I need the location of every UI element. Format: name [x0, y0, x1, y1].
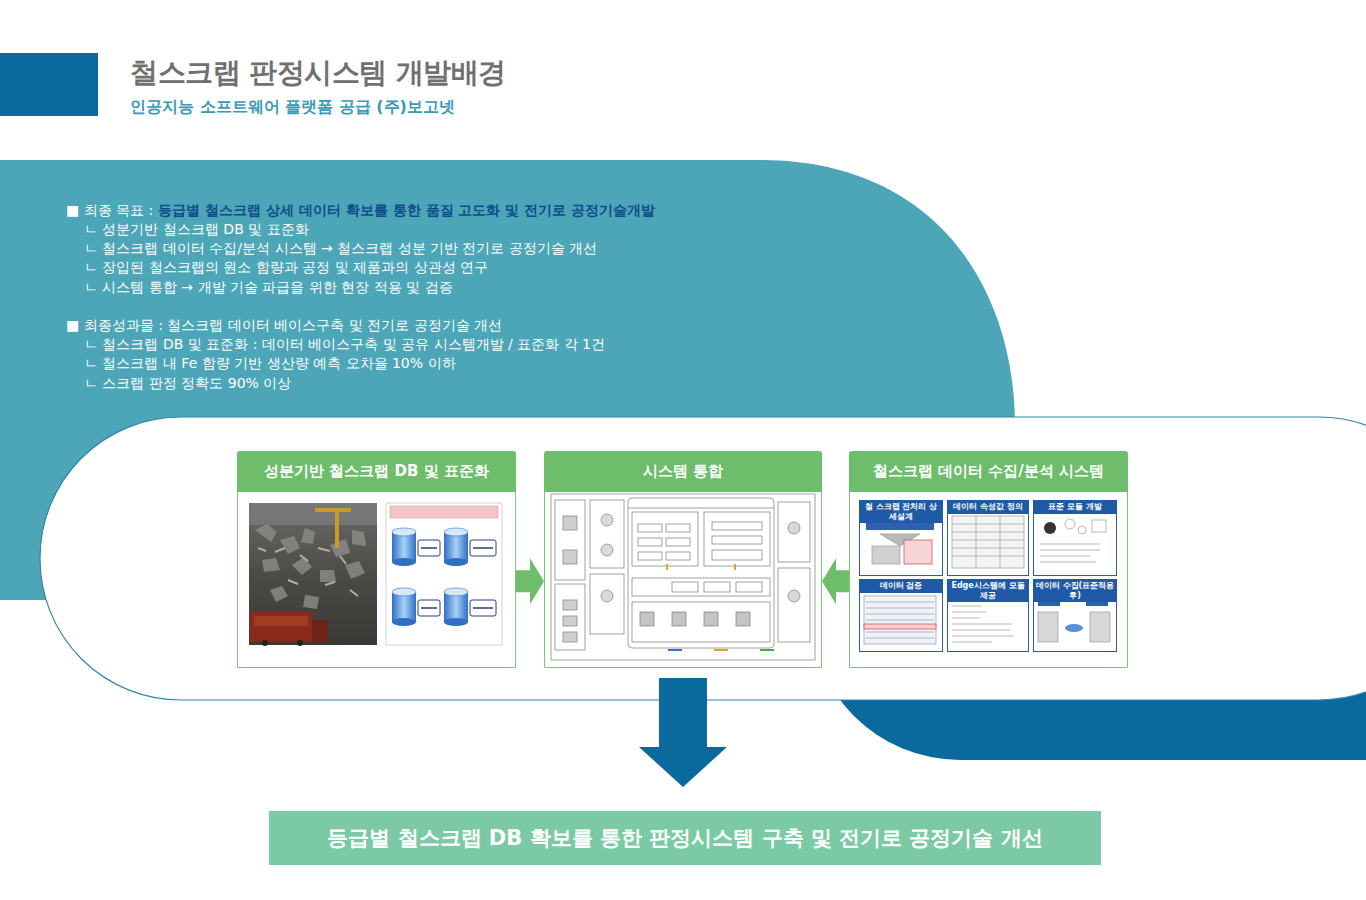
text-line: ㄴ 시스템 통합 → 개발 기술 파급을 위한 현장 적용 및 검증	[84, 277, 453, 297]
sub-header: 데이터 수집(표준적용 후)	[1033, 579, 1117, 602]
text-line: ㄴ 장입된 철스크랩의 원소 함량과 공정 및 제품과의 상관성 연구	[84, 257, 488, 277]
goal-text: ■ 최종 목표 :	[66, 202, 153, 218]
sub-panel: 데이터 속성값 정의	[947, 500, 1029, 576]
goal-highlight: 등급별 철스크랩 상세 데이터 확보를 통한 품질 고도화 및 전기로 공정기술…	[158, 202, 655, 218]
panel-header: 성분기반 철스크랩 DB 및 표준화	[237, 451, 516, 492]
goal-text: ㄴ 스크랩 판정 정확도 90% 이상	[84, 375, 291, 391]
sub-panel: 표준 모듈 개발	[1033, 500, 1117, 576]
text-line: ㄴ 성분기반 철스크랩 DB 및 표준화	[84, 219, 309, 239]
text-line: ㄴ 철스크랩 데이터 수집/분석 시스템 → 철스크랩 성분 기반 전기로 공정…	[84, 238, 597, 258]
sub-panel: Edge시스템에 모듈제공	[947, 579, 1029, 652]
sub-header: 철 스크랩 전처리 상세설계	[859, 500, 943, 523]
goal-band: ■ 최종 목표 : 등급별 철스크랩 상세 데이터 확보를 통한 품질 고도화 및…	[0, 160, 1015, 410]
result-text: 등급별 철스크랩 DB 확보를 통한 판정시스템 구축 및 전기로 공정기술 개…	[327, 824, 1043, 852]
system-panel: 성분기반 철스크랩 DB 및 표준화	[237, 451, 516, 668]
sub-panel: 데이터 수집(표준적용 후)	[1033, 579, 1117, 652]
system-panel: 시스템 통합	[544, 451, 822, 668]
panel-header: 철스크랩 데이터 수집/분석 시스템	[849, 451, 1128, 492]
block-arrow	[639, 678, 727, 787]
pill-container	[40, 417, 1366, 700]
header-block	[0, 53, 98, 116]
goal-text: ㄴ 시스템 통합 → 개발 기술 파급을 위한 현장 적용 및 검증	[84, 279, 453, 295]
database-diagram	[386, 503, 502, 645]
text-line: ㄴ 스크랩 판정 정확도 90% 이상	[84, 373, 291, 393]
block-arrow	[516, 558, 544, 604]
text-line: ■ 최종 목표 : 등급별 철스크랩 상세 데이터 확보를 통한 품질 고도화 및…	[66, 200, 655, 220]
goal-text: ㄴ 철스크랩 내 Fe 함량 기반 생산량 예측 오차율 10% 이하	[84, 355, 456, 371]
result-bar: 등급별 철스크랩 DB 확보를 통한 판정시스템 구축 및 전기로 공정기술 개…	[269, 811, 1101, 865]
panel-header: 시스템 통합	[544, 451, 822, 492]
scrap-photo	[249, 503, 377, 646]
architecture-sketch	[551, 494, 815, 660]
page-title: 철스크랩 판정시스템 개발배경	[130, 55, 506, 91]
sub-header: 표준 모듈 개발	[1033, 500, 1117, 514]
text-line: ㄴ 철스크랩 DB 및 표준화 : 데이터 베이스구축 및 공유 시스템개발 /…	[84, 334, 605, 354]
subtitle-label: 인공지능 소프트웨어 플랫폼 공급 (주)보고넷	[130, 96, 455, 118]
sub-header: 데이터 속성값 정의	[947, 500, 1029, 514]
sub-header: 데이터 검증	[859, 579, 943, 593]
text-line: ㄴ 철스크랩 내 Fe 함량 기반 생산량 예측 오차율 10% 이하	[84, 353, 456, 373]
goal-text: ㄴ 장입된 철스크랩의 원소 함량과 공정 및 제품과의 상관성 연구	[84, 259, 488, 275]
goal-text: ■ 최종성과물 : 철스크랩 데이터 베이스구축 및 전기로 공정기술 개선	[66, 317, 502, 333]
sub-header: Edge시스템에 모듈제공	[947, 579, 1029, 602]
goal-text: ㄴ 성분기반 철스크랩 DB 및 표준화	[84, 221, 309, 237]
goal-text: ㄴ 철스크랩 DB 및 표준화 : 데이터 베이스구축 및 공유 시스템개발 /…	[84, 336, 605, 352]
block-arrow	[822, 558, 849, 604]
text-line: ■ 최종성과물 : 철스크랩 데이터 베이스구축 및 전기로 공정기술 개선	[66, 315, 502, 335]
sub-panel: 데이터 검증	[859, 579, 943, 652]
sub-panel: 철 스크랩 전처리 상세설계	[859, 500, 943, 576]
system-panel: 철스크랩 데이터 수집/분석 시스템철 스크랩 전처리 상세설계 데이터 속성값 …	[849, 451, 1128, 668]
goal-text: ㄴ 철스크랩 데이터 수집/분석 시스템 → 철스크랩 성분 기반 전기로 공정…	[84, 240, 597, 256]
